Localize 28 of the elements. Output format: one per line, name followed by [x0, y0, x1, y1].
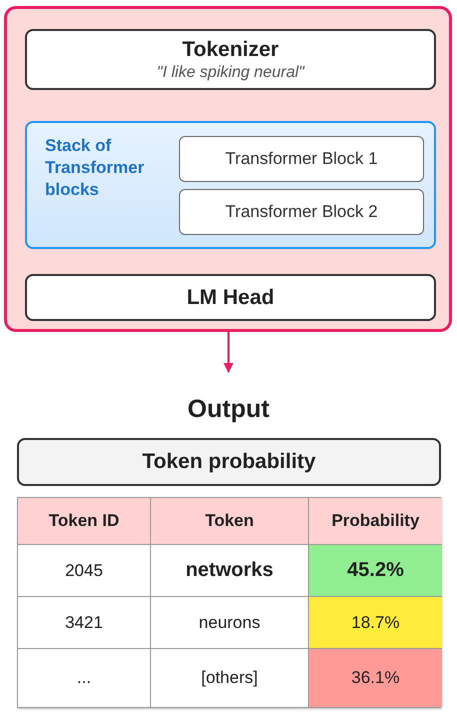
model-container	[4, 6, 452, 332]
box-title: Tokenizer	[182, 38, 279, 62]
box-title: LM Head	[186, 286, 274, 310]
header-box	[17, 438, 441, 486]
box-title: Token probability	[142, 450, 316, 474]
column-header: Probability	[309, 498, 442, 545]
section-title: Output	[188, 395, 270, 424]
block-box	[179, 136, 424, 182]
block-box	[179, 189, 424, 235]
table-cell: 18.7%	[309, 597, 442, 649]
process-box	[25, 274, 436, 321]
table-cell: networks	[151, 545, 309, 597]
column-header: Token ID	[18, 498, 151, 545]
process-box	[25, 29, 436, 90]
table-cell: ...	[18, 649, 151, 707]
example-text: "I like spiking neural"	[156, 64, 304, 82]
table-cell: 3421	[18, 597, 151, 649]
table-cell: neurons	[151, 597, 309, 649]
table-cell: 2045	[18, 545, 151, 597]
arrow	[224, 332, 234, 373]
table-cell: [others]	[151, 649, 309, 707]
block-label: Transformer Block 1	[225, 149, 378, 169]
group-title: Stack of Transformer blocks	[45, 135, 146, 201]
table-cell: 36.1%	[309, 649, 442, 707]
block-label: Transformer Block 2	[225, 202, 378, 222]
column-header: Token	[151, 498, 309, 545]
stack-group	[25, 121, 436, 249]
table-cell: 45.2%	[309, 545, 442, 597]
